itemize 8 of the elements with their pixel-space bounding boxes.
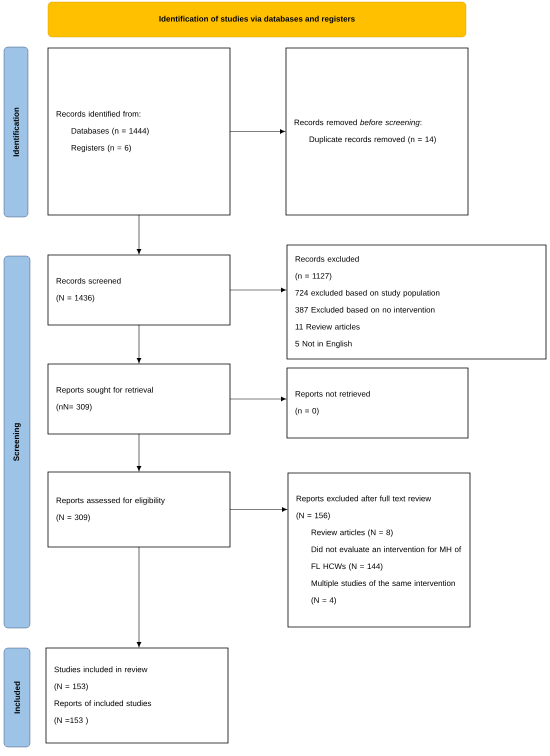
arrow	[230, 396, 286, 402]
arrow	[136, 324, 142, 364]
arrow	[230, 129, 286, 134]
arrow	[136, 546, 142, 648]
arrow	[136, 434, 142, 472]
arrow	[230, 288, 286, 292]
arrow	[136, 214, 142, 254]
arrow	[230, 507, 288, 512]
